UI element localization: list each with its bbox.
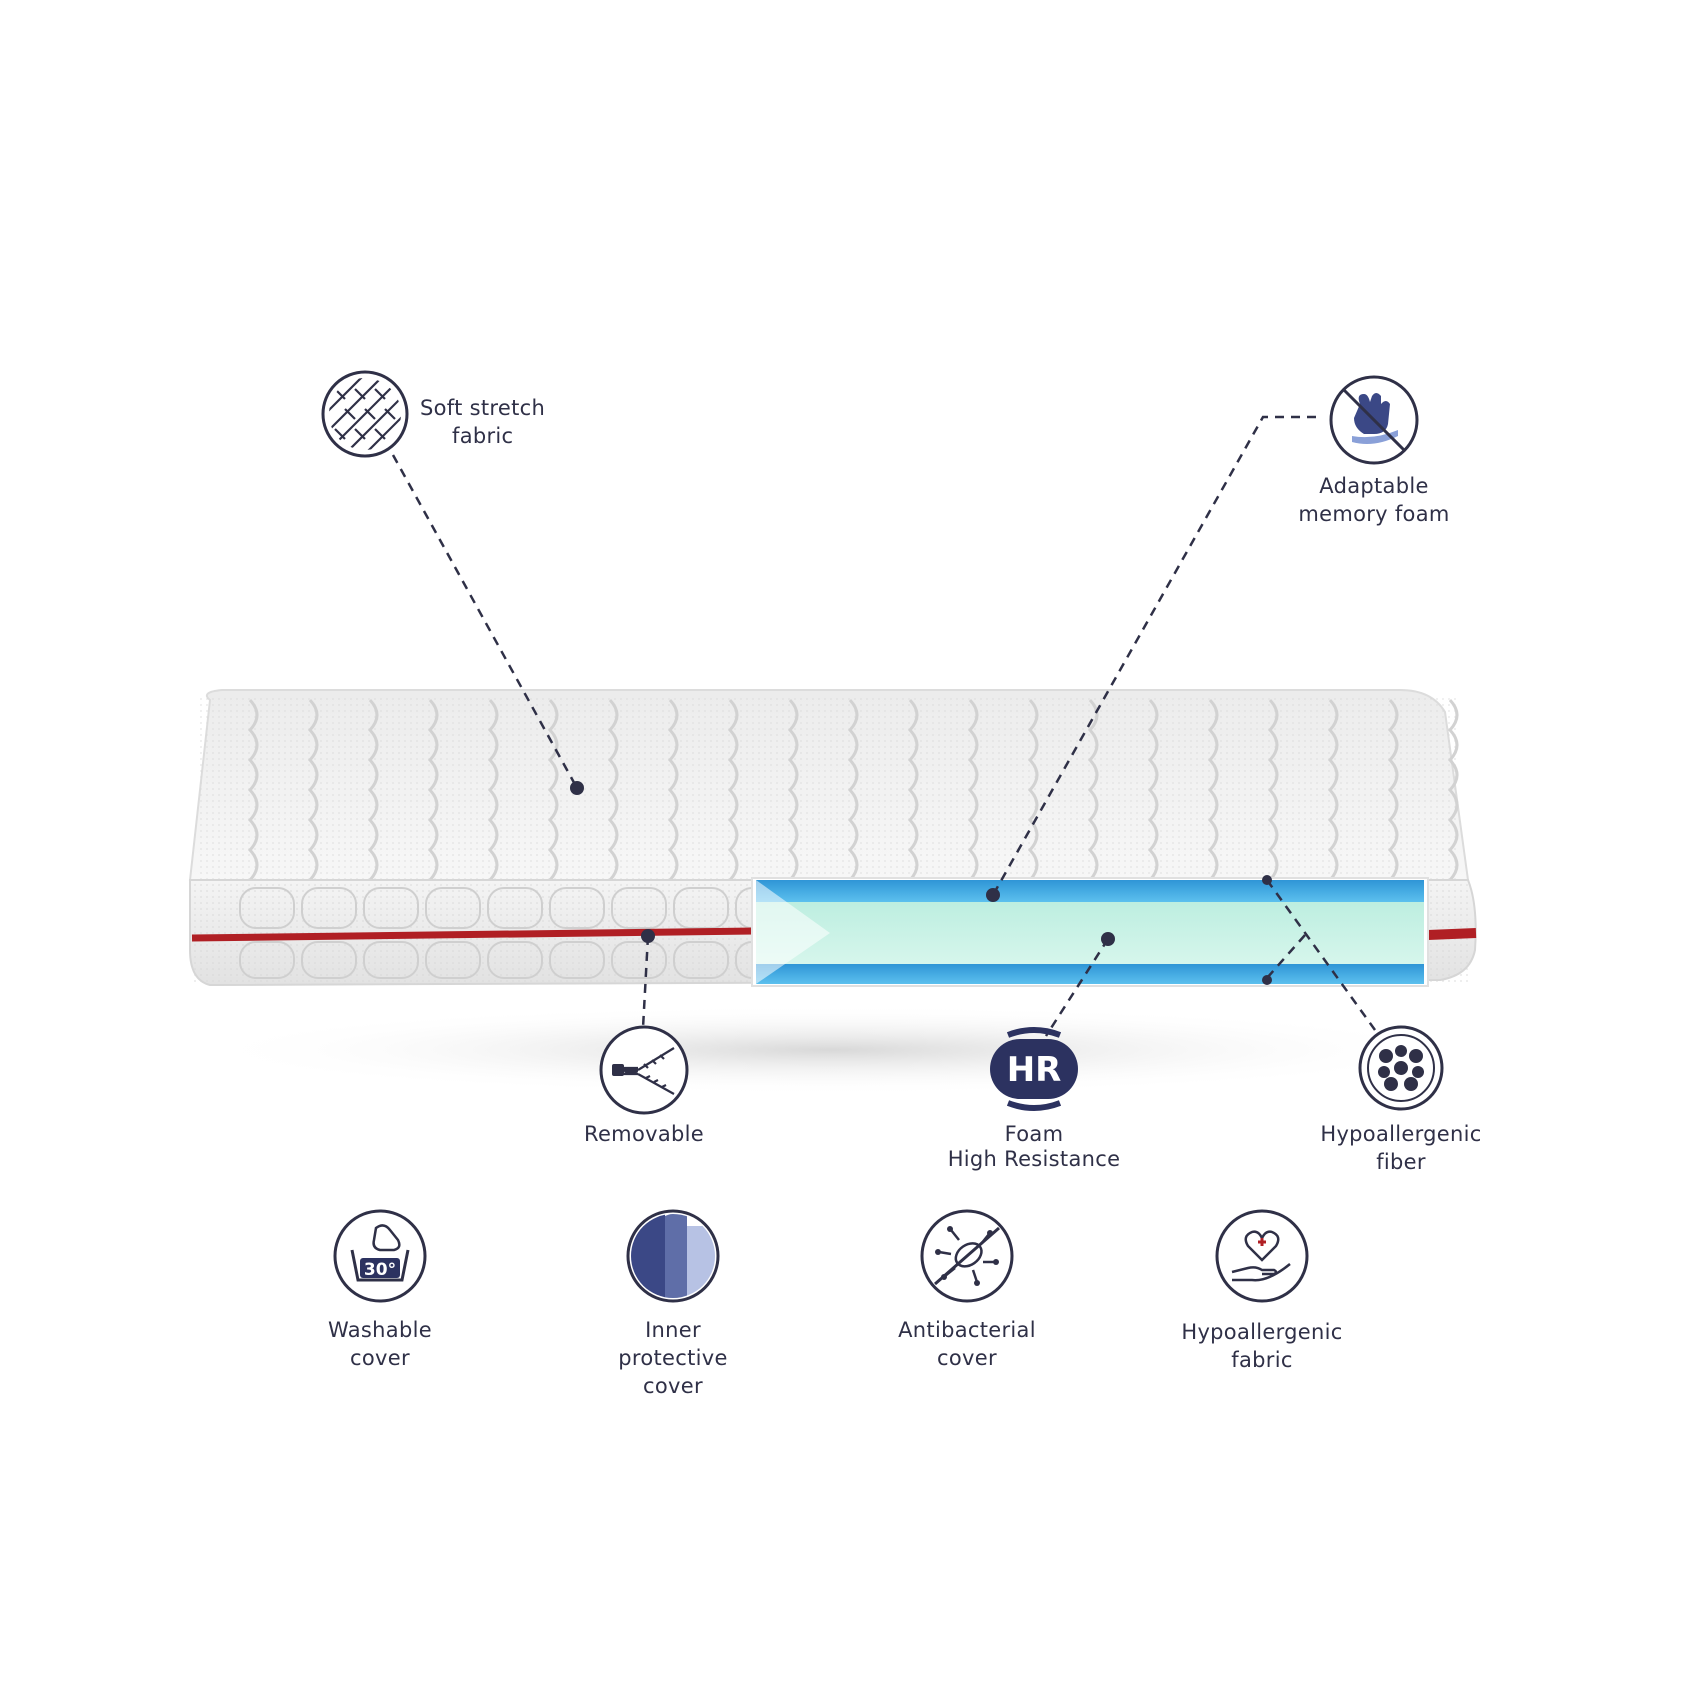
heart-hand-icon [1215, 1209, 1309, 1303]
hr-foam-line1: Foam [1004, 1122, 1064, 1146]
callout-dot-fiber-top [1262, 875, 1272, 885]
antibacterial-cover-label: Antibacterial cover [852, 1316, 1082, 1372]
quilt-wave [667, 698, 679, 882]
side-quilt-block [611, 887, 667, 929]
quilt-wave [1447, 698, 1459, 882]
zipper-icon [599, 1025, 689, 1115]
mattress-image [188, 689, 1477, 1095]
memory-foam-line2: memory foam [1298, 502, 1450, 526]
side-quilt-block [301, 941, 357, 979]
memory-foam-label: Adaptable memory foam [1274, 472, 1474, 528]
antibacterial-line2: cover [937, 1346, 997, 1370]
callout-dot-memory-foam [986, 888, 1000, 902]
quilt-wave [847, 698, 859, 882]
hypo-fiber-line2: fiber [1376, 1150, 1426, 1174]
quilt-wave [967, 698, 979, 882]
callout-dot-hr-foam [1101, 932, 1115, 946]
antibacterial-line1: Antibacterial [898, 1318, 1036, 1342]
quilt-lines [247, 698, 1459, 882]
wash-temperature: 30° [364, 1260, 396, 1280]
zipper-line[interactable] [191, 927, 756, 942]
hr-badge-text: HR [1007, 1050, 1062, 1090]
washable-line2: cover [350, 1346, 410, 1370]
quilt-wave [1387, 698, 1399, 882]
side-quilt-block [239, 941, 295, 979]
hypo-fabric-line1: Hypoallergenic [1181, 1320, 1343, 1344]
side-quilt-block [301, 887, 357, 929]
callout-dot-removable [641, 929, 655, 943]
mattress-shadow [190, 1005, 1470, 1095]
quilt-wave [1027, 698, 1039, 882]
quilt-wave [1087, 698, 1099, 882]
hypoallergenic-fabric-label: Hypoallergenic fabric [1147, 1318, 1377, 1374]
quilt-wave [607, 698, 619, 882]
side-quilt-block [673, 941, 729, 979]
quilt-wave [367, 698, 379, 882]
inner-line2: protective [618, 1346, 728, 1370]
quilt-wave [1147, 698, 1159, 882]
washable-line1: Washable [328, 1318, 432, 1342]
fabric-weave-icon [321, 370, 409, 458]
quilt-wave [487, 698, 499, 882]
hr-foam-label: Foam High Resistance [934, 1120, 1134, 1173]
quilt-wave [787, 698, 799, 882]
side-quilt-block [363, 941, 419, 979]
removable-label: Removable [544, 1120, 744, 1148]
wash-30-icon: 30° [333, 1209, 427, 1303]
inner-line3: cover [643, 1374, 703, 1398]
cutaway-section [751, 877, 1429, 987]
quilt-wave [1267, 698, 1279, 882]
callout-line-hr-foam [1044, 938, 1110, 1037]
quilt-wave [727, 698, 739, 882]
hypoallergenic-fiber-label: Hypoallergenic fiber [1291, 1120, 1511, 1176]
quilt-wave [307, 698, 319, 882]
no-bacteria-icon [920, 1209, 1014, 1303]
inner-protective-cover-label: Inner protective cover [573, 1316, 773, 1400]
washable-cover-label: Washable cover [280, 1316, 480, 1372]
side-quilt-block [611, 941, 667, 979]
callout-dot-soft-fabric [570, 781, 584, 795]
memory-foam-line1: Adaptable [1319, 474, 1429, 498]
soft-stretch-line1: Soft stretch [420, 396, 546, 420]
side-quilt-block [487, 941, 543, 979]
hr-foam-core [756, 902, 1424, 964]
soft-stretch-line2: fabric [452, 424, 514, 448]
hand-press-icon [1329, 375, 1419, 465]
side-quilt-block [425, 887, 481, 929]
hypo-fabric-line2: fabric [1231, 1348, 1293, 1372]
hr-foam-line2: High Resistance [947, 1147, 1121, 1171]
quilt-wave [547, 698, 559, 882]
side-quilt-block [487, 887, 543, 929]
inner-line1: Inner [645, 1318, 701, 1342]
zipper-line-right [1427, 928, 1477, 940]
quilt-wave [1327, 698, 1339, 882]
callout-dots [570, 781, 1272, 985]
callout-line-memory-foam [991, 415, 1316, 896]
side-quilt-block [549, 941, 605, 979]
side-quilt-block [549, 887, 605, 929]
memory-foam-layer-top [756, 880, 1424, 902]
quilt-wave [427, 698, 439, 882]
quilt-wave [907, 698, 919, 882]
hypo-fiber-line1: Hypoallergenic [1320, 1122, 1482, 1146]
protective-layer-icon [626, 1209, 720, 1303]
side-quilt-block [363, 887, 419, 929]
fiber-dots-icon [1358, 1025, 1444, 1111]
removable-text: Removable [584, 1122, 704, 1146]
soft-stretch-fabric-label: Soft stretch fabric [420, 394, 545, 450]
side-quilt-block [425, 941, 481, 979]
side-quilt-block [673, 887, 729, 929]
callout-lines [391, 415, 1377, 1037]
side-quilt-block [239, 887, 295, 929]
memory-foam-layer-bottom [756, 964, 1424, 984]
callout-dot-fiber-bottom [1262, 975, 1272, 985]
quilt-wave [1207, 698, 1219, 882]
hr-badge-icon: HR [990, 1027, 1078, 1111]
quilt-wave [247, 698, 259, 882]
